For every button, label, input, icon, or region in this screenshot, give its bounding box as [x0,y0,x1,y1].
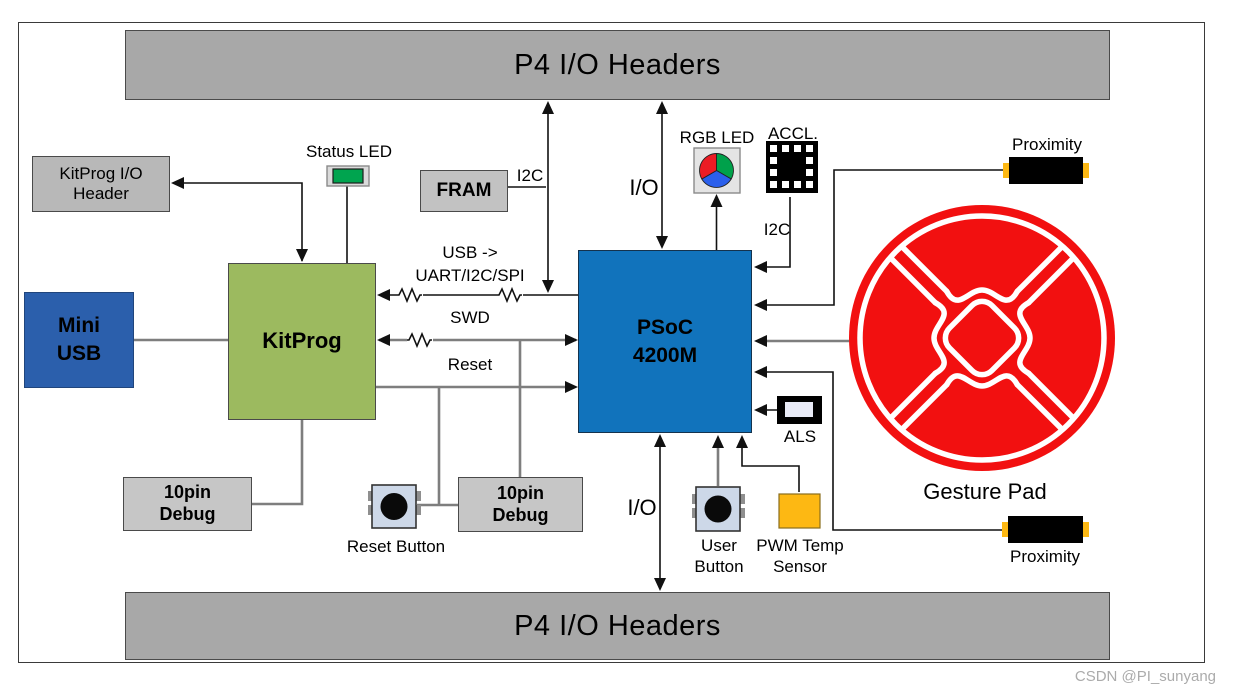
user-button-label-line1: User [701,535,737,555]
rgb-led-icon [693,147,741,194]
p4-io-headers-top: P4 I/O Headers [125,30,1110,100]
debug-right-line2: Debug [492,504,549,525]
kitprog-io-header-block: KitProg I/O Header [32,156,170,212]
user-button-icon [692,486,745,532]
kitprog-block: KitProg [228,263,376,420]
wire-rgb-led [710,194,723,250]
diagram-border [18,22,1205,663]
pwm-sensor-label-line1: PWM Temp [756,535,844,555]
wire-gesture-pad [754,335,852,347]
user-button-label-line2: Button [694,556,744,576]
wire-swd [377,331,578,349]
wire-usb-bridge [377,286,578,304]
proximity-bottom-label: Proximity [1010,546,1080,566]
psoc-4200m-block: PSoC 4200M [578,250,752,433]
accl-i2c-label: I2C [763,219,791,239]
fram-label: FRAM [436,179,492,201]
status-led-label: Status LED [306,141,392,161]
reset-button-icon [368,484,421,529]
resistor-icon [407,331,432,349]
wire-io-bottom [654,434,666,591]
wire-io-top [656,101,668,249]
proximity-sensor-bottom-icon [1002,516,1089,543]
mini-usb-line2: USB [56,342,102,365]
fram-i2c-label: I2C [516,165,544,185]
reset-label: Reset [447,354,493,374]
io-top-label: I/O [629,175,659,201]
resistor-icon [397,286,422,304]
p4-io-headers-top-label: P4 I/O Headers [514,48,721,81]
accl-label: ACCL. [767,123,819,143]
swd-label: SWD [450,307,490,327]
als-label: ALS [783,426,817,446]
wire-accl-i2c [754,197,791,273]
psoc-line2: 4200M [632,343,698,367]
debug-left-line2: Debug [159,504,216,524]
debug-left-line1: 10pin [163,482,211,503]
wire-user-button [712,435,724,486]
wire-als [754,404,777,416]
wire-kitprog-io-header [171,177,308,262]
mini-usb-line1: Mini [58,313,100,337]
csdn-watermark: CSDN @PI_sunyang [1074,668,1216,685]
p4-io-headers-bottom-label: P4 I/O Headers [514,609,721,642]
wire-proximity-top [754,169,1003,311]
mini-usb-block: Mini USB [24,292,134,388]
wire-reset [376,381,578,393]
gesture-pad-label: Gesture Pad [923,479,1047,505]
kitprog-io-line1: KitProg I/O [59,163,143,183]
wire-reset-button-branch [417,387,458,507]
wire-proximity-bottom [754,366,1002,531]
debug-right-line1: 10pin [496,482,544,503]
reset-button-label: Reset Button [346,536,446,556]
pwm-sensor-label-line2: Sensor [773,556,827,576]
wire-pwm [736,435,800,492]
usb-bridge-label-line1: USB -> [442,242,498,262]
wire-header-i2c [542,101,554,293]
kitprog-io-line2: Header [73,184,129,203]
proximity-top-label: Proximity [1012,134,1082,154]
rgb-led-label: RGB LED [679,127,755,147]
wire-kitprog-debug [252,420,304,506]
als-sensor-icon [777,396,822,424]
status-led-icon [326,165,370,187]
accl-chip-icon [766,141,818,193]
p4-io-headers-bottom: P4 I/O Headers [125,592,1110,660]
debug-header-right-block: 10pin Debug [458,477,583,532]
psoc-line1: PSoC [636,316,693,340]
debug-header-left-block: 10pin Debug [123,477,252,531]
resistor-icon [497,286,522,304]
gesture-pad-icon [849,205,1115,471]
proximity-sensor-top-icon [1003,157,1089,184]
kitprog-label: KitProg [262,328,342,354]
io-bottom-label: I/O [627,495,657,521]
fram-block: FRAM [420,170,508,212]
usb-bridge-label-line2: UART/I2C/SPI [415,265,525,285]
pwm-temp-sensor-icon [778,493,821,529]
